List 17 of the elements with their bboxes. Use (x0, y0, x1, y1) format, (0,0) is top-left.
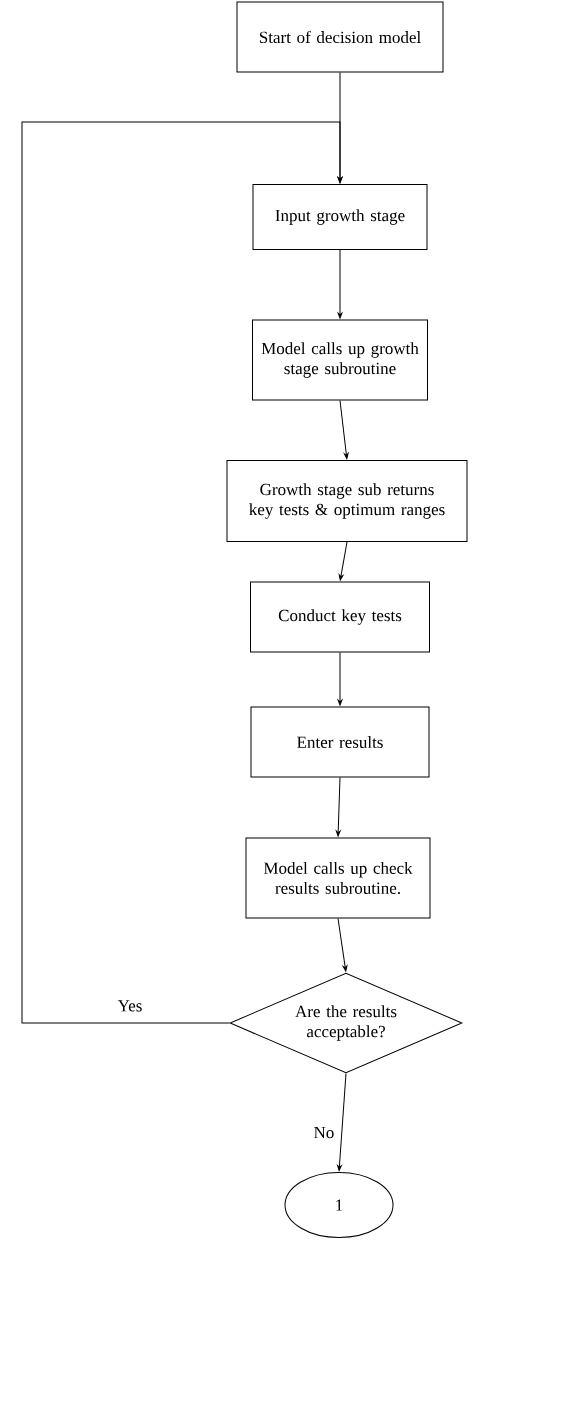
arrow (21, 121, 343, 1024)
process-box: Enter results (250, 706, 430, 778)
arrow (335, 777, 341, 837)
arrow (337, 652, 343, 706)
edge-label: No (312, 1125, 336, 1140)
arrow (339, 400, 349, 460)
arrow (337, 1073, 347, 1172)
process-box: Model calls up check results subroutine. (245, 837, 431, 919)
arrow (337, 249, 343, 319)
process-box: Conduct key tests (250, 581, 430, 653)
arrow (337, 918, 348, 972)
process-box: Input growth stage (252, 184, 428, 250)
process-box: Start of decision model (236, 1, 444, 73)
process-box: Model calls up growth stage subroutine (252, 319, 428, 401)
arrow (338, 541, 348, 581)
process-box: Growth stage sub returns key tests & optimum ranges (226, 460, 468, 542)
edge-label: Yes (116, 999, 144, 1013)
